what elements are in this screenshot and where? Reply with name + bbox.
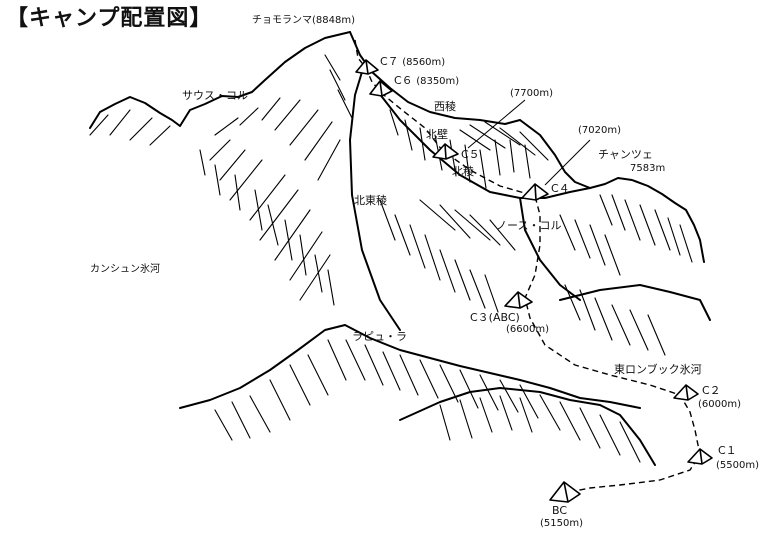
tent-bc-icon: [549, 481, 581, 503]
camp-c7-elevation: (8560m): [402, 57, 446, 68]
northeast-ridge-label: 北東稜: [354, 194, 387, 207]
camp-c1-elevation: (5500m): [716, 460, 759, 471]
camp-c6-label: C６ (8350m): [394, 75, 459, 87]
tent-c7-icon: [355, 59, 379, 75]
tent-c4-icon: [521, 183, 549, 201]
east-rongbuk-glacier-label: 東ロンブック氷河: [614, 363, 702, 376]
camp-c7-name: C７: [380, 55, 399, 68]
camp-c4-name: C４: [551, 182, 570, 195]
camp-c6-elevation: (8350m): [416, 76, 460, 87]
climbing-route: [354, 39, 701, 493]
south-col-ridge: [89, 31, 351, 129]
camp-bc-name: BC: [552, 504, 568, 517]
c4-callout-line: [544, 139, 591, 186]
northeast-ridge-line: [349, 61, 401, 331]
north-col-ridge: [519, 197, 581, 301]
right-foreground-ridge: [559, 284, 711, 321]
tent-c1-icon: [687, 448, 713, 465]
camp-c3-elevation: (6600m): [506, 324, 549, 335]
tent-c2-icon: [673, 384, 699, 401]
changtse-elevation: 7583m: [630, 163, 666, 174]
c5-callout-line: [467, 99, 526, 149]
north-col-label: ノース・コル: [496, 219, 562, 232]
camp-c2-elevation: (6000m): [698, 399, 741, 410]
kangshung-glacier-label: カンシュン氷河: [90, 264, 160, 275]
summit-elevation: (8848m): [312, 15, 355, 26]
summit-label: チョモランマ(8848m): [252, 16, 355, 26]
north-ridge-line: [374, 87, 591, 199]
lapyu-la-label: ラピュ・ラ: [352, 330, 407, 343]
camp-c6-name: C６: [394, 74, 413, 87]
lapyu-la-ridge: [179, 324, 641, 409]
camp-c7-label: C７ (8560m): [380, 56, 445, 68]
camp-c3-name: C３(ABC): [470, 311, 520, 324]
summit-name: チョモランマ: [252, 15, 312, 26]
tent-c5-icon: [432, 143, 459, 160]
camp-bc-elevation: (5150m): [540, 518, 583, 529]
south-col-label: サウス・コル: [182, 89, 248, 102]
camp-c2-name: C２: [702, 384, 721, 397]
changtse-ridge: [519, 119, 705, 263]
camp-c5-name: C５: [461, 148, 480, 161]
north-face-label: 北壁: [426, 128, 448, 141]
tent-c3-icon: [504, 291, 533, 309]
tent-c6-icon: [369, 80, 393, 97]
camp-c4-elevation: (7020m): [578, 125, 621, 136]
changtse-name: チャンツェ: [598, 148, 653, 161]
page-title: 【キャンプ配置図】: [6, 6, 213, 31]
camp-c1-name: C１: [718, 444, 737, 457]
north-ridge-label: 北稜: [452, 165, 474, 178]
west-ridge-label: 西稜: [434, 100, 456, 113]
camp-c5-elevation: (7700m): [510, 88, 553, 99]
